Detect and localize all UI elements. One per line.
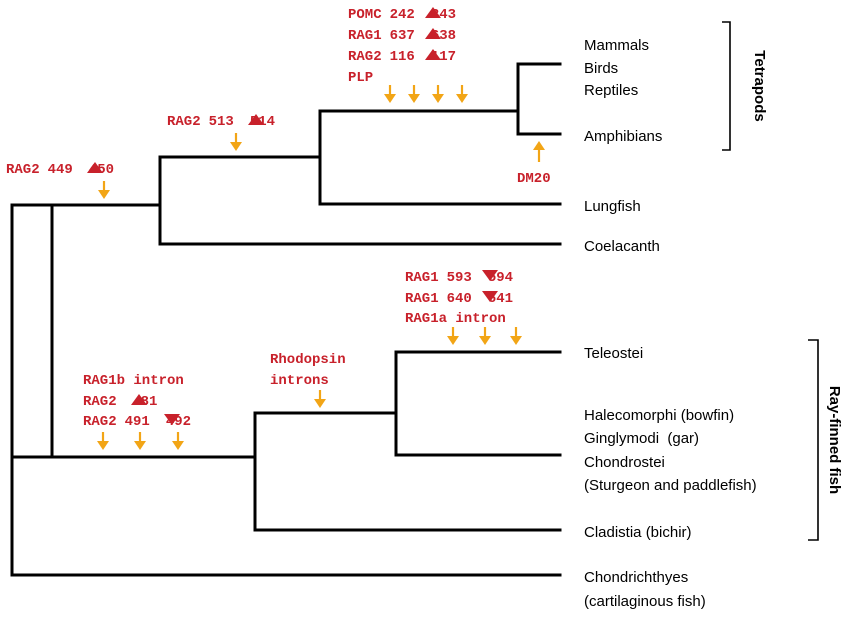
event-left: 449	[48, 162, 73, 178]
insertion-triangle	[131, 394, 147, 405]
arrow-down	[447, 327, 459, 345]
taxon-lungfish: Lungfish	[584, 198, 641, 215]
event-gene: RAG2	[167, 114, 201, 130]
arrow-down	[479, 327, 491, 345]
event-rag2-gene: RAG2	[348, 49, 382, 65]
event-labels: POMC 242 243 RAG1 637 638 RAG2 116 117 PLP DM2…	[6, 7, 551, 430]
arrow-down	[172, 432, 184, 450]
arrow-down	[97, 432, 109, 450]
event-rag2-right: 117	[431, 49, 456, 65]
taxon-mammals: Mammals	[584, 37, 649, 54]
event-left: 491	[125, 414, 150, 430]
event-rag1a-intron: RAG1a intron	[405, 311, 506, 327]
event-left: 513	[209, 114, 234, 130]
event-rhodopsin-line1: Rhodopsin	[270, 352, 346, 368]
tetrapods-bracket: Tetrapods	[722, 21, 768, 151]
tree-branches	[10, 62, 562, 577]
event-rag1b-intron: RAG1b intron	[83, 373, 184, 389]
taxon-chondrichthyes-note: (cartilaginous fish)	[584, 593, 706, 610]
deletion-triangle	[482, 270, 498, 281]
event-rag1-637: RAG1 637 638	[348, 28, 456, 44]
branch-actinopteri	[253, 411, 562, 532]
arrow-down	[98, 181, 110, 199]
event-pomc-left: 242	[390, 7, 415, 23]
taxon-amphibians: Amphibians	[584, 128, 662, 145]
ray-finned-label: Ray-finned fish	[826, 386, 843, 494]
event-rag1-right: 638	[431, 28, 456, 44]
tetrapods-bracket-line	[722, 21, 731, 151]
arrow-down	[456, 85, 468, 103]
branch-neopterygii	[394, 350, 562, 457]
taxon-ginglymodi: Ginglymodi (gar)	[584, 430, 699, 447]
event-pomc-gene: POMC	[348, 7, 382, 23]
ray-finned-bracket: Ray-finned fish	[808, 339, 843, 541]
taxon-teleostei: Teleostei	[584, 345, 643, 362]
event-gene: RAG1	[405, 291, 439, 307]
arrow-up	[533, 141, 545, 162]
deletion-triangle	[482, 291, 498, 302]
tetrapods-label: Tetrapods	[751, 50, 768, 121]
arrow-down	[384, 85, 396, 103]
taxon-birds: Birds	[584, 60, 618, 77]
insertion-triangle	[425, 7, 441, 18]
event-rag2-left: 116	[390, 49, 415, 65]
insertion-triangle	[425, 49, 441, 60]
deletion-triangle	[164, 414, 180, 425]
taxon-chondrostei: Chondrostei	[584, 454, 665, 471]
arrow-down	[134, 432, 146, 450]
event-rag2-81: RAG2 81	[83, 394, 157, 410]
arrow-down	[432, 85, 444, 103]
event-left: 640	[447, 291, 472, 307]
arrow-down	[314, 390, 326, 408]
insertion-triangle	[425, 28, 441, 39]
ray-finned-bracket-line	[808, 339, 819, 541]
taxon-chondrostei-note: (Sturgeon and paddlefish)	[584, 477, 757, 494]
event-rag1-left: 637	[390, 28, 415, 44]
event-left: 593	[447, 270, 472, 286]
taxon-reptiles: Reptiles	[584, 82, 638, 99]
taxon-labels: Mammals Birds Reptiles Amphibians Lungfi…	[584, 37, 757, 610]
arrow-down	[408, 85, 420, 103]
event-dm20: DM20	[517, 171, 551, 187]
branch-lungfish	[318, 155, 562, 206]
branch-root	[10, 203, 562, 577]
branch-coelacanth	[158, 203, 562, 246]
insertion-triangle	[248, 114, 264, 125]
arrow-down	[230, 133, 242, 151]
event-plp: PLP	[348, 70, 373, 86]
event-rag1-gene: RAG1	[348, 28, 382, 44]
event-right: 81	[141, 394, 158, 410]
event-gene: RAG1	[405, 270, 439, 286]
event-pomc: POMC 242 243	[348, 7, 456, 23]
event-gene: RAG2	[6, 162, 40, 178]
event-pomc-right: 243	[431, 7, 456, 23]
taxon-halecomorphi: Halecomorphi (bowfin)	[584, 407, 734, 424]
event-rag2-116: RAG2 116 117	[348, 49, 456, 65]
event-rhodopsin-line2: introns	[270, 373, 329, 389]
arrow-down	[510, 327, 522, 345]
insertion-triangle	[87, 162, 103, 173]
taxon-chondrichthyes: Chondrichthyes	[584, 569, 688, 586]
event-gene: RAG2	[83, 394, 117, 410]
taxon-coelacanth: Coelacanth	[584, 238, 660, 255]
taxon-cladistia: Cladistia (bichir)	[584, 524, 692, 541]
event-arrows	[97, 85, 545, 450]
event-gene: RAG2	[83, 414, 117, 430]
